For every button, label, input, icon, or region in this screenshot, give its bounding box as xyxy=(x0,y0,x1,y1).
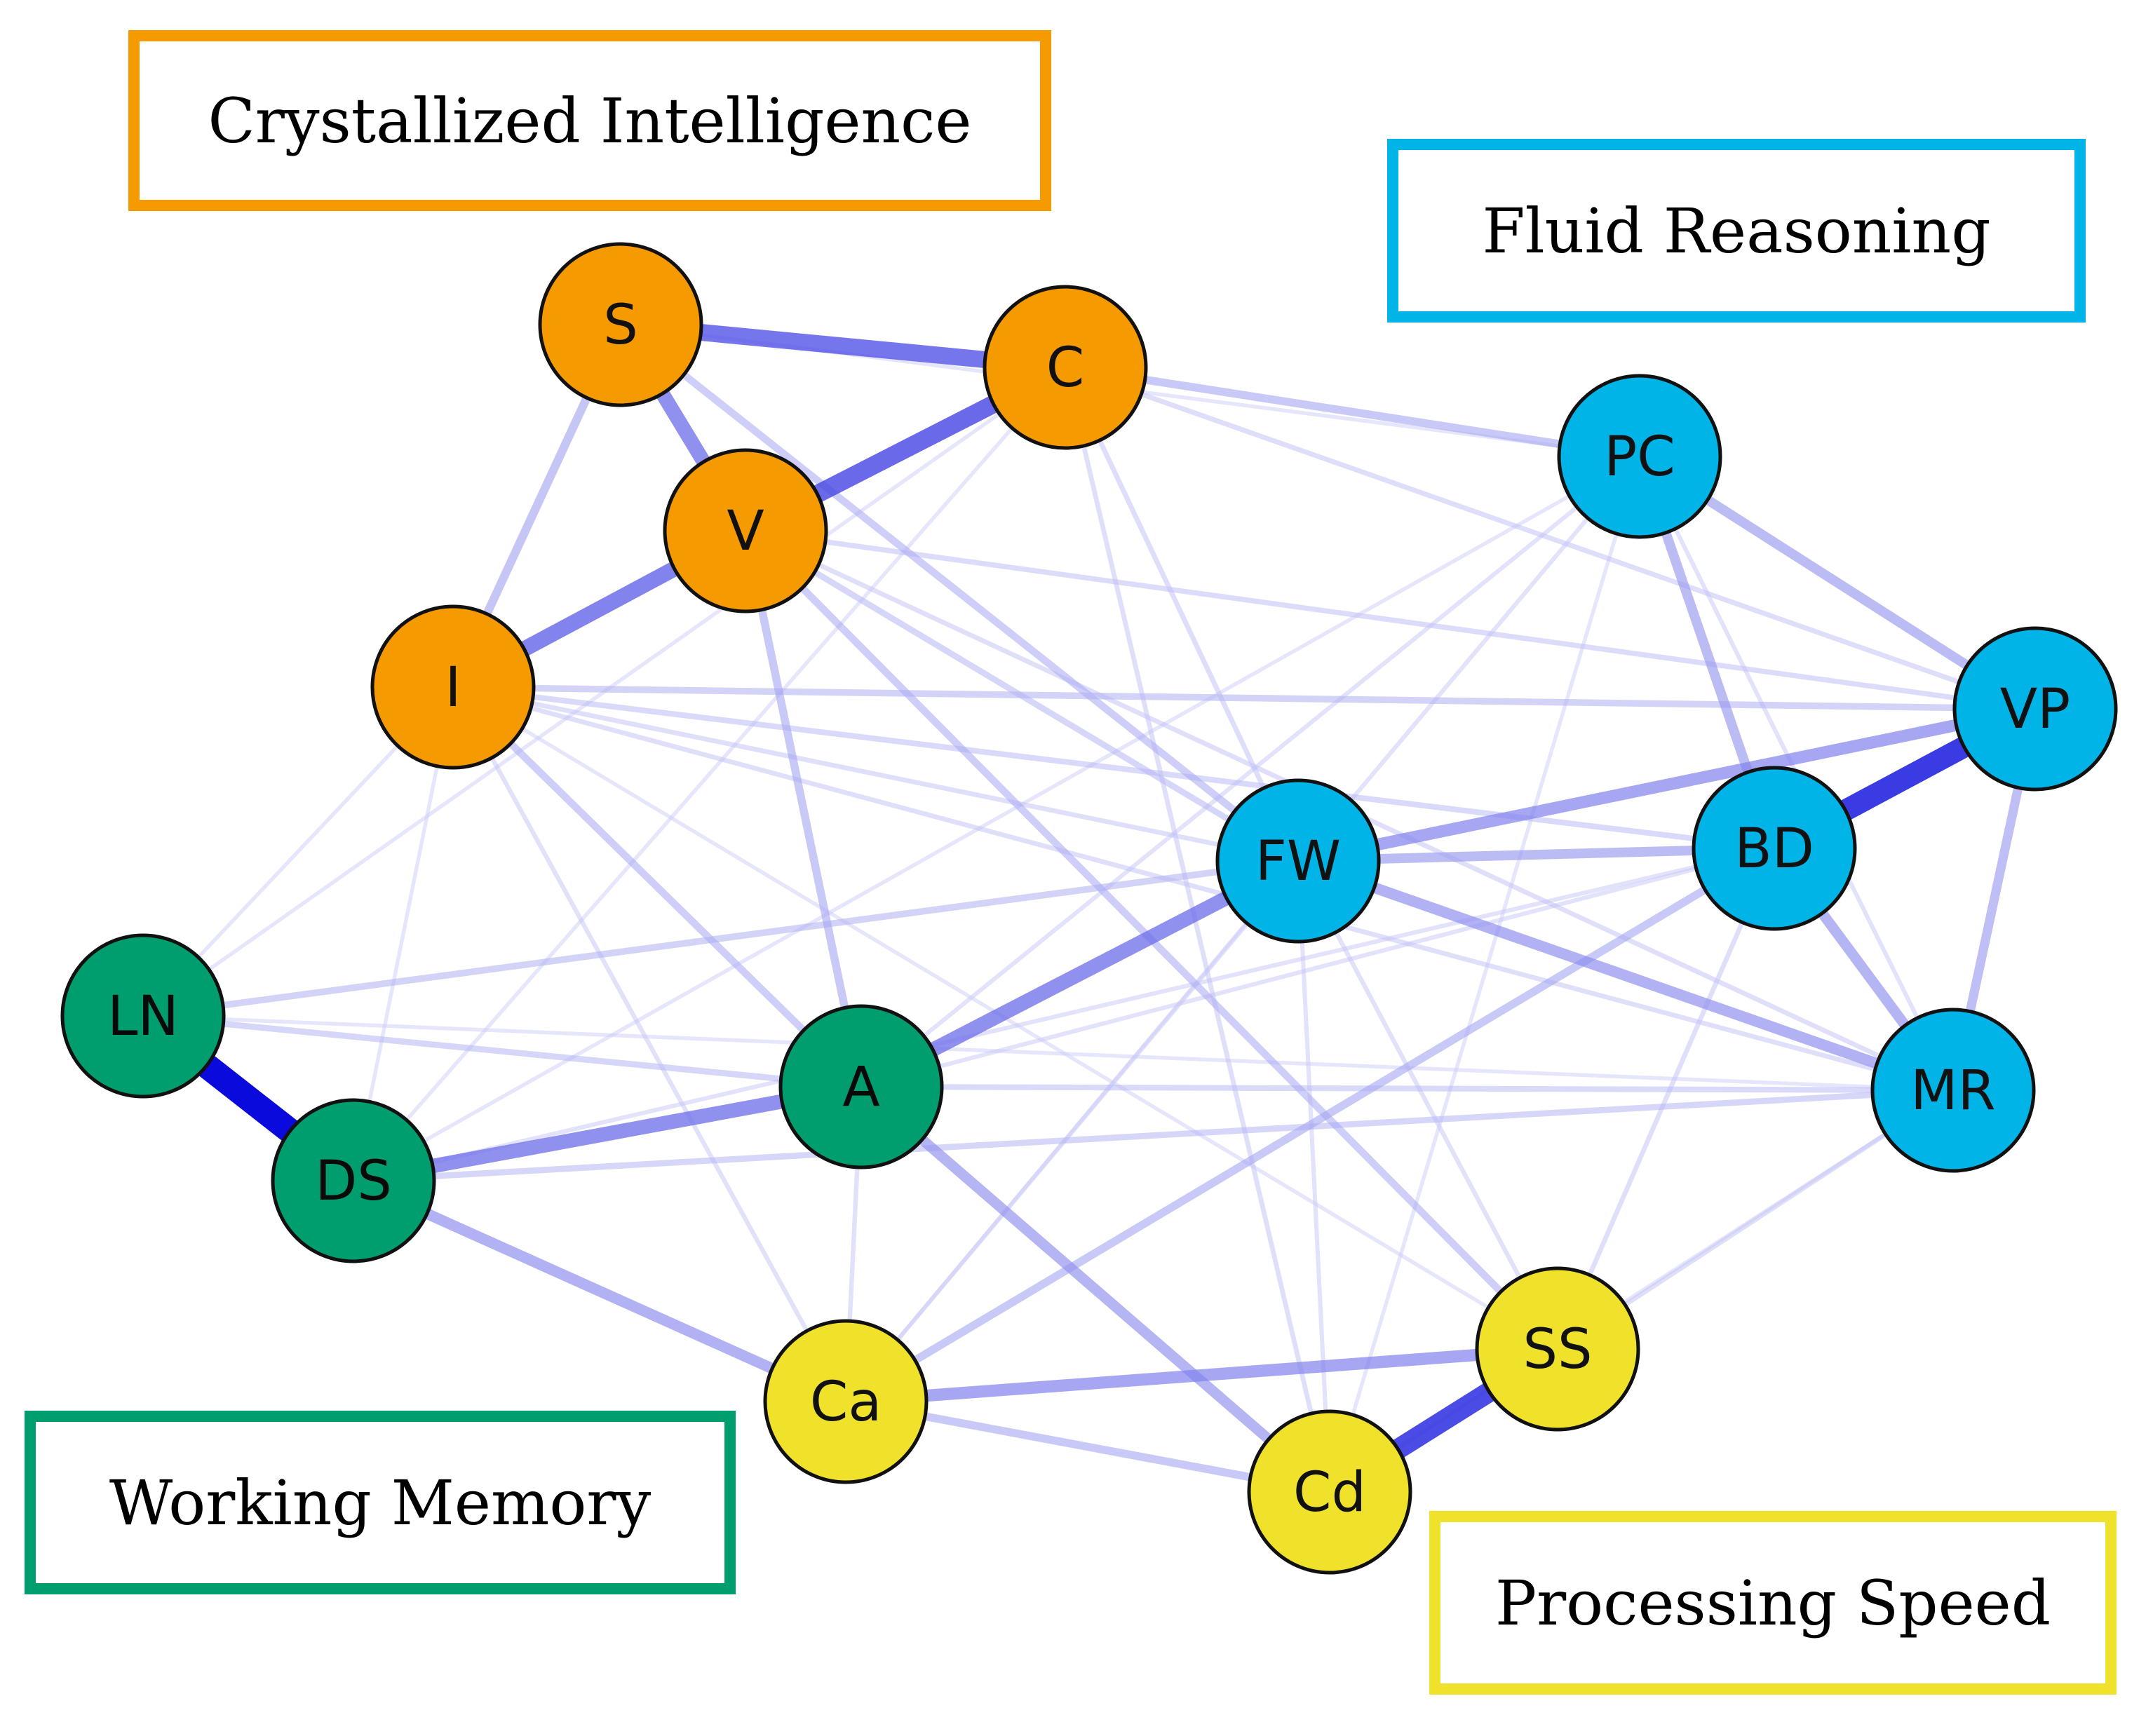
node-label-Cd: Cd xyxy=(1293,1461,1366,1524)
edge-C-Cd xyxy=(1062,367,1332,1493)
node-FW: FW xyxy=(1215,778,1381,944)
node-label-BD: BD xyxy=(1734,818,1814,881)
edge-I-A xyxy=(450,684,864,1090)
node-circle-V xyxy=(663,448,828,613)
group-box-processing-speed: Processing Speed xyxy=(1429,1511,2117,1695)
edge-DS-I xyxy=(351,686,455,1181)
node-circle-BD xyxy=(1692,766,1857,931)
node-label-Ca: Ca xyxy=(810,1371,882,1434)
node-MR: MR xyxy=(1870,1008,2036,1173)
edge-C-PC xyxy=(1065,363,1640,461)
edge-Ca-BD xyxy=(844,845,1776,1405)
edge-I-VP xyxy=(452,684,2036,712)
node-C: C xyxy=(983,285,1148,450)
node-circle-FW xyxy=(1215,778,1381,944)
edge-FW-MR xyxy=(1296,855,1955,1096)
node-label-SS: SS xyxy=(1523,1318,1592,1381)
node-BD: BD xyxy=(1692,766,1857,931)
edge-DS-C xyxy=(351,366,1067,1182)
edge-LN-FW xyxy=(142,857,1299,1019)
edge-FW-SS xyxy=(1296,860,1560,1350)
edge-FW-VP xyxy=(1297,703,2037,867)
node-circle-DS xyxy=(271,1098,436,1263)
edge-DS-BD xyxy=(353,846,1775,1183)
edge-DS-MR xyxy=(353,1087,1954,1184)
node-circle-Cd xyxy=(1247,1409,1412,1575)
edge-A-MR xyxy=(860,1083,1954,1094)
node-label-A: A xyxy=(842,1056,879,1119)
group-box-fluid-reasoning: Fluid Reasoning xyxy=(1387,139,2086,323)
node-circle-S xyxy=(538,242,703,407)
node-I: I xyxy=(370,604,536,770)
group-label-speed: Processing Speed xyxy=(1494,1566,2051,1639)
node-S: S xyxy=(538,242,703,407)
node-label-DS: DS xyxy=(315,1150,392,1213)
edge-DS-Ca xyxy=(351,1175,849,1407)
node-circle-Ca xyxy=(763,1319,929,1484)
node-A: A xyxy=(778,1004,944,1169)
node-circle-A xyxy=(778,1004,944,1169)
nodes-layer: S C V I PC VP BD FW MR LN DS A Ca SS Cd xyxy=(60,242,2118,1575)
group-label-crystallized: Crystallized Intelligence xyxy=(208,84,972,157)
node-label-V: V xyxy=(727,500,764,563)
edge-DS-A xyxy=(352,1079,863,1188)
edge-LN-MR xyxy=(142,1014,1954,1092)
edge-V-A xyxy=(741,529,865,1088)
edge-A-Cd xyxy=(858,1083,1333,1496)
node-LN: LN xyxy=(60,933,226,1099)
node-circle-I xyxy=(370,604,536,770)
edge-SS-BD xyxy=(1555,847,1777,1350)
node-circle-VP xyxy=(1952,626,2118,792)
node-label-VP: VP xyxy=(2000,678,2070,741)
node-DS: DS xyxy=(271,1098,436,1263)
group-label-fluid: Fluid Reasoning xyxy=(1482,194,1991,267)
node-circle-SS xyxy=(1475,1266,1640,1432)
node-label-S: S xyxy=(603,294,638,357)
node-SS: SS xyxy=(1475,1266,1640,1432)
edge-FW-Cd xyxy=(1295,860,1332,1493)
edge-I-MR xyxy=(452,684,1954,1093)
edge-I-BD xyxy=(452,684,1775,852)
edge-Ca-SS xyxy=(845,1343,1558,1408)
edge-I-Ca xyxy=(451,686,848,1403)
node-circle-PC xyxy=(1557,374,1722,539)
node-Cd: Cd xyxy=(1247,1409,1412,1575)
node-label-PC: PC xyxy=(1604,426,1675,489)
node-circle-C xyxy=(983,285,1148,450)
edge-Cd-PC xyxy=(1328,456,1642,1493)
edge-I-FW xyxy=(452,684,1299,864)
node-label-I: I xyxy=(445,656,461,719)
edge-LN-A xyxy=(142,1012,862,1090)
group-label-working: Working Memory xyxy=(109,1466,652,1539)
edge-A-BD xyxy=(860,846,1775,1089)
node-label-MR: MR xyxy=(1910,1059,1996,1123)
node-circle-LN xyxy=(60,933,226,1099)
node-label-FW: FW xyxy=(1255,830,1341,893)
group-box-crystallized-intelligence: Crystallized Intelligence xyxy=(128,30,1051,211)
edge-S-FW xyxy=(618,321,1301,864)
group-box-working-memory: Working Memory xyxy=(25,1411,736,1594)
node-label-LN: LN xyxy=(107,985,179,1048)
node-circle-MR xyxy=(1870,1008,2036,1173)
node-V: V xyxy=(663,448,828,613)
edge-C-VP xyxy=(1064,365,2037,712)
node-label-C: C xyxy=(1046,337,1084,400)
edge-Ca-PC xyxy=(844,455,1642,1403)
node-Ca: Ca xyxy=(763,1319,929,1484)
edge-V-VP xyxy=(745,528,2036,712)
node-VP: VP xyxy=(1952,626,2118,792)
node-PC: PC xyxy=(1557,374,1722,539)
edge-A-PC xyxy=(860,454,1641,1089)
edge-C-FW xyxy=(1062,366,1301,862)
